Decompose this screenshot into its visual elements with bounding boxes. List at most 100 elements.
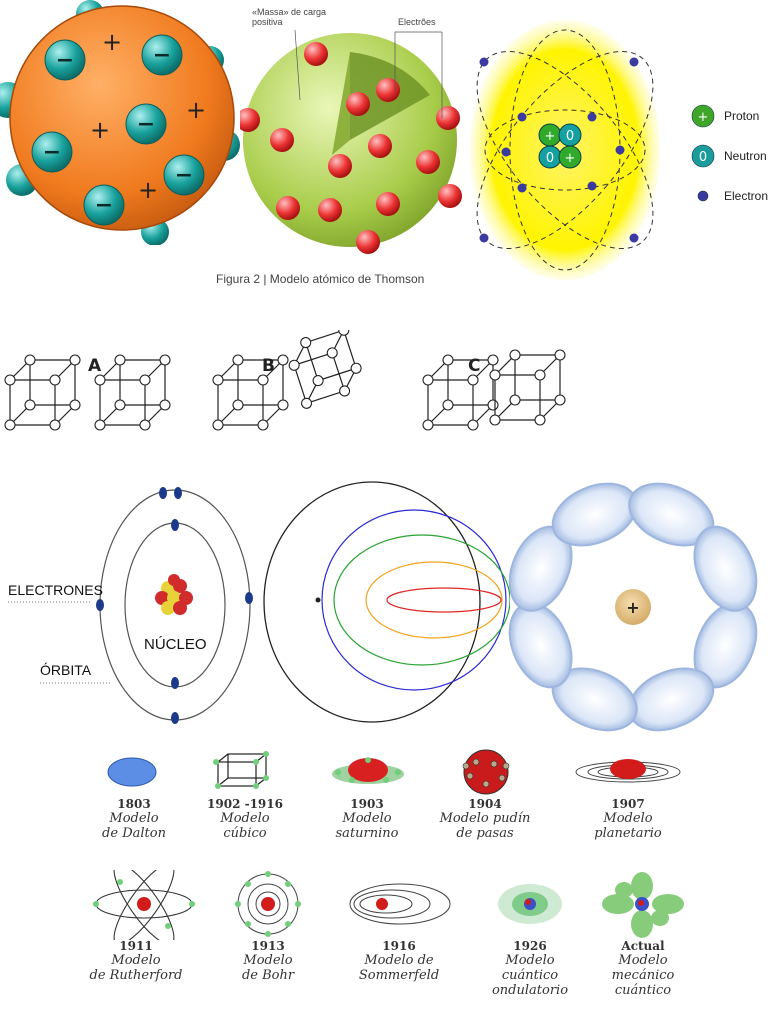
electron: [163, 154, 205, 196]
label-orbita: ÓRBITA: [40, 662, 92, 678]
label-c: C: [468, 356, 481, 376]
timeline-year: 1913: [251, 939, 285, 953]
rutherford-yellow-atom: +00+: [470, 20, 660, 280]
electron: [501, 147, 511, 157]
svg-text:+: +: [698, 110, 709, 125]
plus-sign: +: [102, 28, 122, 56]
minus-sign: −: [175, 163, 193, 188]
electron: [276, 196, 300, 220]
timeline-year: 1903: [350, 797, 384, 811]
timeline-year: 1803: [117, 797, 151, 811]
neutron-glyph: 0: [546, 151, 554, 166]
minus-sign: −: [137, 112, 155, 137]
timeline-model-name: Modelo planetario: [594, 810, 662, 841]
plus-sign: +: [186, 96, 206, 124]
sommerfeld-orbits-diagram: [263, 481, 510, 723]
thomson-figure-caption: Figura 2 | Modelo atómico de Thomson: [216, 272, 425, 286]
timeline-year: 1911: [119, 939, 153, 953]
electron: [517, 183, 527, 193]
orbital-lobe: [693, 525, 758, 612]
electron: [318, 198, 342, 222]
cube: [212, 354, 289, 431]
electron: [629, 57, 639, 67]
electron: [346, 92, 370, 116]
timeline-year: 1907: [611, 797, 645, 811]
proton-icon: +: [691, 104, 715, 128]
cubic-model-diagrams: [4, 330, 566, 431]
timeline-model-name: Modelo de Bohr: [241, 952, 295, 983]
legend-label: Neutron: [724, 149, 767, 163]
thomson-plum-pudding-sphere: −−−−−− ++++: [0, 0, 240, 245]
timeline-model-name: Modelo saturnino: [335, 810, 399, 841]
legend-label: Electron: [724, 189, 768, 203]
minus-sign: −: [43, 140, 61, 165]
timeline-year: 1902 -1916: [207, 797, 283, 811]
electron: [44, 39, 86, 81]
legend-label: Proton: [724, 109, 760, 123]
thomson-cutaway-sphere: [240, 33, 462, 254]
plus-sign: +: [90, 116, 110, 144]
electron: [31, 131, 73, 173]
cube: [4, 354, 81, 431]
annotation-leader-lines: [294, 29, 443, 118]
timeline-model-name: Modelo de Sommerfeld: [358, 952, 440, 983]
electron: [270, 128, 294, 152]
minus-sign: −: [95, 193, 113, 218]
annotation-massa-positiva: «Massa» de carga positiva: [252, 7, 327, 27]
electron: [125, 103, 167, 145]
electron: [141, 34, 183, 76]
svg-text:+: +: [626, 598, 639, 617]
electron: [356, 230, 380, 254]
timeline-year: 1926: [513, 939, 547, 953]
electron: [368, 134, 392, 158]
electron: [83, 184, 125, 226]
annotation-electroes: Electrões: [398, 17, 436, 27]
electron: [376, 192, 400, 216]
label-nucleo: NÚCLEO: [144, 636, 207, 653]
timeline-model-name: Modelo de Rutherford: [89, 952, 183, 983]
timeline-year: 1916: [382, 939, 416, 953]
electron: [629, 233, 639, 243]
bohr-atom-diagram: [8, 487, 253, 724]
timeline-icons-row-1: [107, 749, 681, 795]
label-electrones: ELECTRONES: [8, 582, 103, 598]
timeline-model-name: Modelo cuántico ondulatorio: [491, 952, 569, 998]
legend-item-electron: Electron: [690, 176, 768, 216]
proton-glyph: +: [545, 129, 556, 144]
timeline-icons-row-2: [93, 870, 684, 940]
legend-item-proton: + Proton: [690, 96, 768, 136]
electron: [615, 145, 625, 155]
nucleus: [155, 574, 193, 615]
proton-glyph: +: [565, 151, 576, 166]
cube: [489, 349, 566, 426]
electron: [587, 112, 597, 122]
timeline-year: 1904: [468, 797, 502, 811]
cube: [288, 330, 362, 409]
electron: [328, 154, 352, 178]
timeline-year: Actual: [621, 939, 665, 953]
proton: [558, 145, 582, 169]
electron: [587, 181, 597, 191]
minus-sign: −: [56, 48, 74, 73]
electron: [517, 112, 527, 122]
timeline-model-name: Modelo cúbico: [220, 810, 270, 841]
label-a: A: [88, 356, 102, 376]
electron: [438, 184, 462, 208]
electron-icon: [697, 190, 709, 202]
electron: [479, 57, 489, 67]
electron: [479, 233, 489, 243]
electron: [304, 42, 328, 66]
timeline-model-name: Modelo pudín de pasas: [439, 810, 531, 841]
plus-sign: +: [138, 176, 158, 204]
